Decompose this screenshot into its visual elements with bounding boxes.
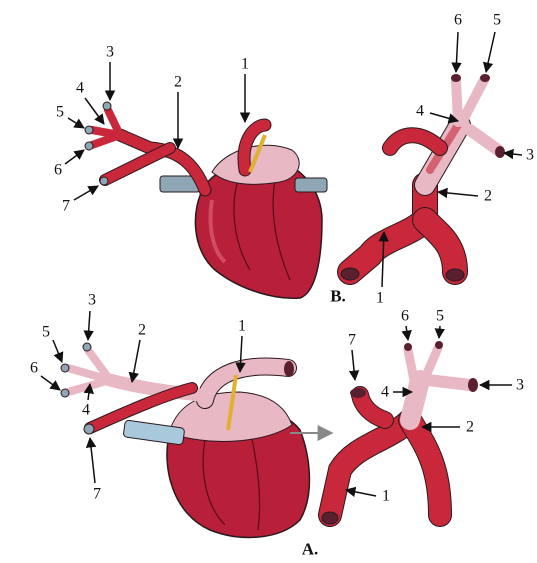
- label-1-upper-left: 1: [241, 56, 249, 73]
- label-3-a: 3: [516, 377, 524, 394]
- label-6-a-heart: 6: [30, 360, 38, 377]
- label-4-b: 4: [416, 103, 424, 120]
- label-6-a: 6: [401, 308, 409, 325]
- label-2-b: 2: [484, 188, 492, 205]
- label-1-a: 1: [382, 488, 390, 505]
- label-2-a-heart: 2: [138, 322, 146, 339]
- heart-drawing-upper: [85, 102, 327, 298]
- label-2-upper-left: 2: [174, 74, 182, 91]
- heart-drawing-lower: [61, 343, 309, 537]
- label-3-b: 3: [526, 147, 534, 164]
- label-7-a: 7: [348, 332, 356, 349]
- label-1-b: 1: [376, 290, 384, 307]
- label-4-upper-left: 4: [76, 80, 84, 97]
- label-6-upper-left: 6: [54, 162, 62, 179]
- label-3-upper-left: 3: [106, 44, 114, 61]
- vessel-drawing-a: [322, 341, 478, 524]
- label-5-upper-left: 5: [56, 104, 64, 121]
- label-5-b: 5: [493, 12, 501, 29]
- panel-label-b: B.: [330, 287, 346, 306]
- label-3-a-heart: 3: [88, 292, 96, 309]
- panel-label-a: A.: [302, 540, 319, 559]
- label-5-a: 5: [436, 308, 444, 325]
- label-4-a-heart: 4: [82, 402, 90, 419]
- label-6-b: 6: [454, 12, 462, 29]
- label-7-a-heart: 7: [93, 486, 101, 503]
- label-7-upper-left: 7: [62, 198, 70, 215]
- label-1-a-heart: 1: [238, 318, 246, 335]
- label-2-a: 2: [466, 419, 474, 436]
- label-4-a: 4: [381, 384, 389, 401]
- label-5-a-heart: 5: [42, 324, 50, 341]
